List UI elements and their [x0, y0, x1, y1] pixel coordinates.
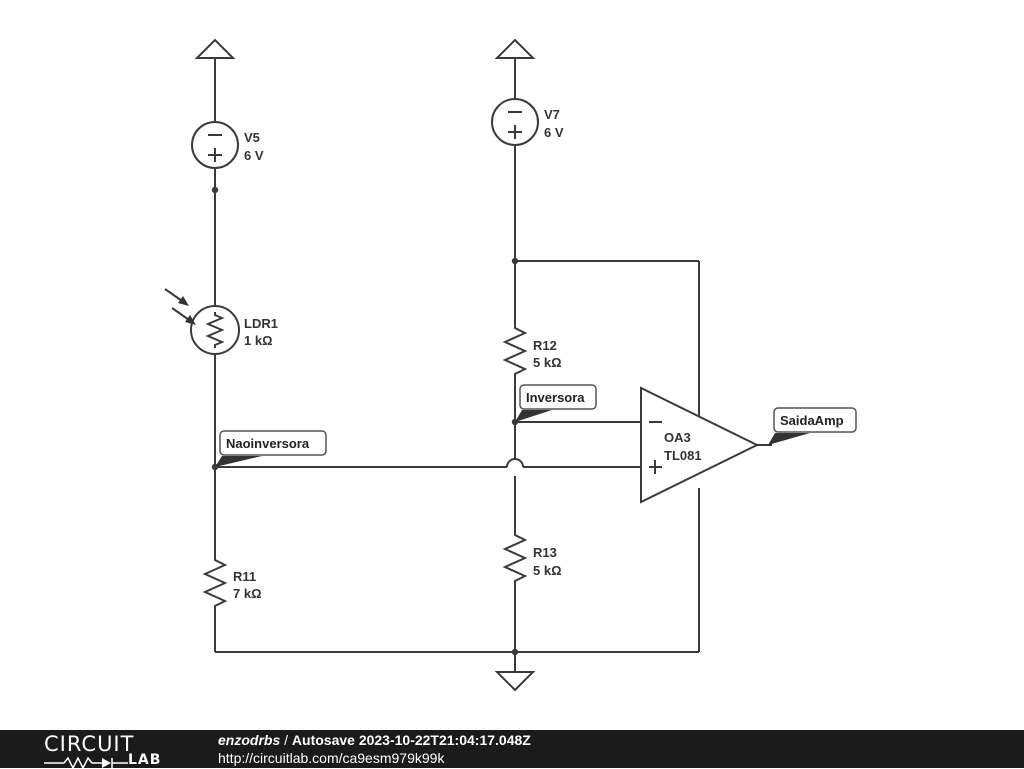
logo-circuit-text: CIRCUIT [44, 732, 135, 756]
net-label-inversora[interactable]: Inversora [515, 384, 597, 422]
v7-value: 6 V [544, 125, 564, 140]
r13-value: 5 kΩ [533, 563, 562, 578]
saidaamp-text: SaidaAmp [780, 413, 844, 428]
r11-name: R11 [233, 569, 256, 584]
logo-resistor-diode-icon [44, 757, 128, 769]
ldr1-name: LDR1 [244, 316, 278, 331]
supply-arrow-v5 [194, 38, 236, 59]
supply-arrow-v7 [494, 38, 536, 59]
ground-symbol [494, 671, 536, 692]
resistor-r13[interactable]: R13 5 kΩ [502, 530, 562, 588]
circuit-url[interactable]: http://circuitlab.com/ca9esm979k99k [218, 750, 445, 766]
footer-bar: CIRCUIT LAB enzodrbs / Autosave 2023-10-… [0, 730, 1024, 769]
resistor-r11[interactable]: R11 7 kΩ [202, 555, 262, 611]
r12-name: R12 [533, 338, 557, 353]
circuit-schematic: V5 6 V V7 6 V LDR1 1 kΩ R11 7 kΩ R12 5 k… [164, 38, 857, 692]
resistor-r12[interactable]: R12 5 kΩ [502, 323, 562, 381]
junctions [211, 186, 519, 656]
circuit-title: Autosave 2023-10-22T21:04:17.048Z [291, 732, 531, 748]
footer-title-line: enzodrbs / Autosave 2023-10-22T21:04:17.… [218, 732, 531, 749]
net-label-naoinversora[interactable]: Naoinversora [215, 430, 327, 467]
title-separator: / [280, 732, 292, 748]
r13-name: R13 [533, 545, 557, 560]
oa3-name: OA3 [664, 430, 691, 445]
voltage-source-v7[interactable]: V7 6 V [491, 98, 564, 146]
wires [214, 58, 772, 672]
r12-value: 5 kΩ [533, 355, 562, 370]
logo-lab-text: LAB [128, 752, 162, 768]
net-label-saidaamp[interactable]: SaidaAmp [768, 407, 857, 445]
r11-value: 7 kΩ [233, 586, 262, 601]
ldr1-value: 1 kΩ [244, 333, 273, 348]
voltage-source-v5[interactable]: V5 6 V [191, 121, 264, 169]
v7-name: V7 [544, 107, 560, 122]
v5-value: 6 V [244, 148, 264, 163]
naoinversora-text: Naoinversora [226, 436, 310, 451]
oa3-value: TL081 [664, 448, 702, 463]
circuitlab-logo[interactable]: CIRCUIT LAB [44, 732, 174, 769]
opamp-oa3[interactable]: OA3 TL081 [640, 386, 760, 504]
author-name[interactable]: enzodrbs [218, 732, 281, 748]
inversora-text: Inversora [526, 390, 585, 405]
ldr-ldr1[interactable]: LDR1 1 kΩ [164, 288, 278, 355]
v5-name: V5 [244, 130, 260, 145]
